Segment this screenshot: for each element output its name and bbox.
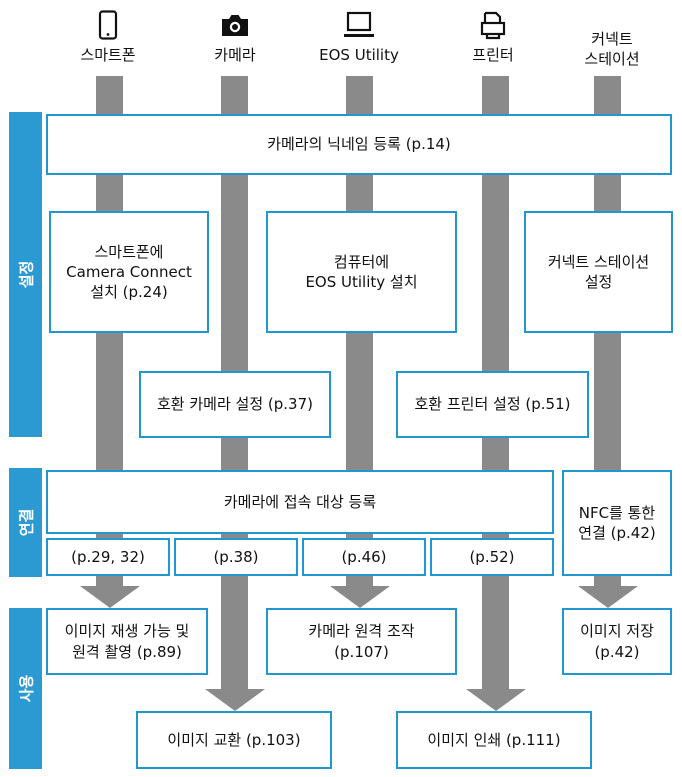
section-band-use: 사용: [9, 608, 42, 769]
section-band-setup: 설정: [9, 112, 42, 437]
laptop-icon: [344, 11, 374, 37]
install-eos-utility-box: 컴퓨터에 EOS Utility 설치: [266, 211, 457, 333]
section-label-setup: 설정: [16, 260, 35, 289]
image-save-box: 이미지 저장 (p.42): [562, 608, 672, 675]
page-ref-camera: (p.38): [174, 538, 298, 576]
arrowhead-camera: [205, 689, 265, 711]
register-connection-target-box: 카메라에 접속 대상 등록: [46, 470, 554, 534]
device-label-smartphone: 스마트폰: [80, 46, 136, 64]
device-label-eos-utility: EOS Utility: [319, 46, 399, 64]
section-band-connect: 연결: [9, 468, 42, 577]
smartphone-icon: [98, 10, 118, 40]
image-print-box: 이미지 인쇄 (p.111): [396, 711, 592, 769]
compatible-camera-setup-box: 호환 카메라 설정 (p.37): [139, 371, 331, 438]
nickname-register-box: 카메라의 닉네임 등록 (p.14): [46, 114, 672, 175]
image-transfer-box: 이미지 교환 (p.103): [136, 711, 332, 769]
connect-station-setup-box: 커넥트 스테이션 설정: [524, 211, 673, 333]
camera-icon: [222, 15, 248, 36]
page-ref-smartphone: (p.29, 32): [46, 538, 170, 576]
arrowhead-connect-station: [578, 586, 638, 608]
device-label-camera: 카메라: [214, 46, 256, 64]
device-label-connect-station: 커넥트 스테이션: [584, 30, 640, 68]
page-ref-printer: (p.52): [430, 538, 554, 576]
page-ref-eos-utility: (p.46): [302, 538, 426, 576]
arrowhead-printer: [466, 689, 526, 711]
arrowhead-eos-utility: [330, 586, 390, 608]
section-label-connect: 연결: [16, 508, 35, 537]
playback-remote-shooting-box: 이미지 재생 가능 및 원격 촬영 (p.89): [46, 608, 208, 675]
camera-remote-control-box: 카메라 원격 조작 (p.107): [266, 608, 457, 675]
section-label-use: 사용: [16, 674, 35, 703]
install-camera-connect-box: 스마트폰에 Camera Connect 설치 (p.24): [49, 211, 209, 333]
arrowhead-smartphone: [80, 586, 140, 608]
device-label-printer: 프린터: [472, 46, 514, 64]
nfc-connection-box: NFC를 통한 연결 (p.42): [562, 470, 672, 576]
compatible-printer-setup-box: 호환 프린터 설정 (p.51): [396, 371, 589, 438]
printer-icon: [480, 11, 506, 40]
